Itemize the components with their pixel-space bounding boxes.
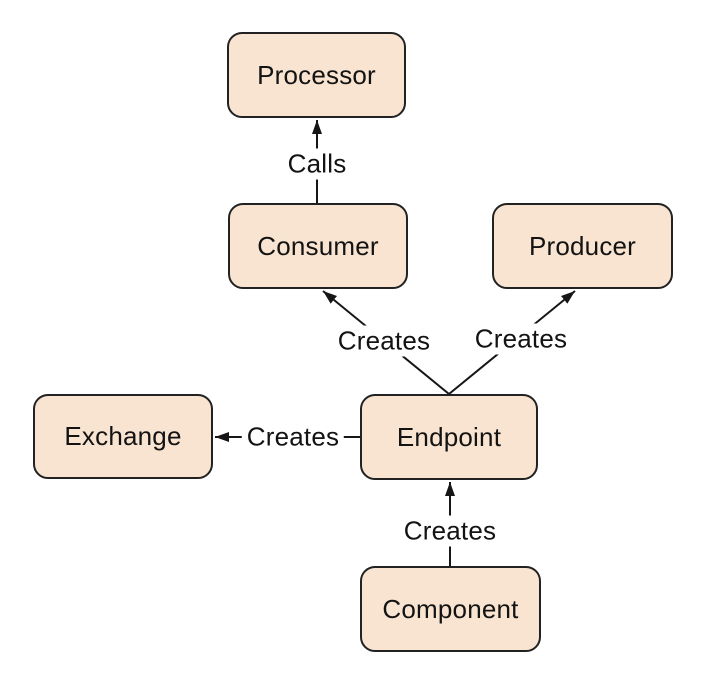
edge-label-creates-consumer: Creates bbox=[332, 325, 436, 357]
edge-label-creates-producer: Creates bbox=[469, 323, 573, 355]
node-consumer: Consumer bbox=[228, 203, 408, 289]
edge-label-creates-exchange: Creates bbox=[241, 421, 345, 453]
node-exchange: Exchange bbox=[33, 394, 213, 479]
node-processor: Processor bbox=[227, 32, 406, 118]
edge-label-creates-component: Creates bbox=[398, 515, 502, 547]
node-endpoint: Endpoint bbox=[360, 394, 538, 480]
edge-label-calls: Calls bbox=[282, 148, 352, 180]
node-producer: Producer bbox=[492, 203, 673, 289]
node-component: Component bbox=[360, 566, 541, 652]
